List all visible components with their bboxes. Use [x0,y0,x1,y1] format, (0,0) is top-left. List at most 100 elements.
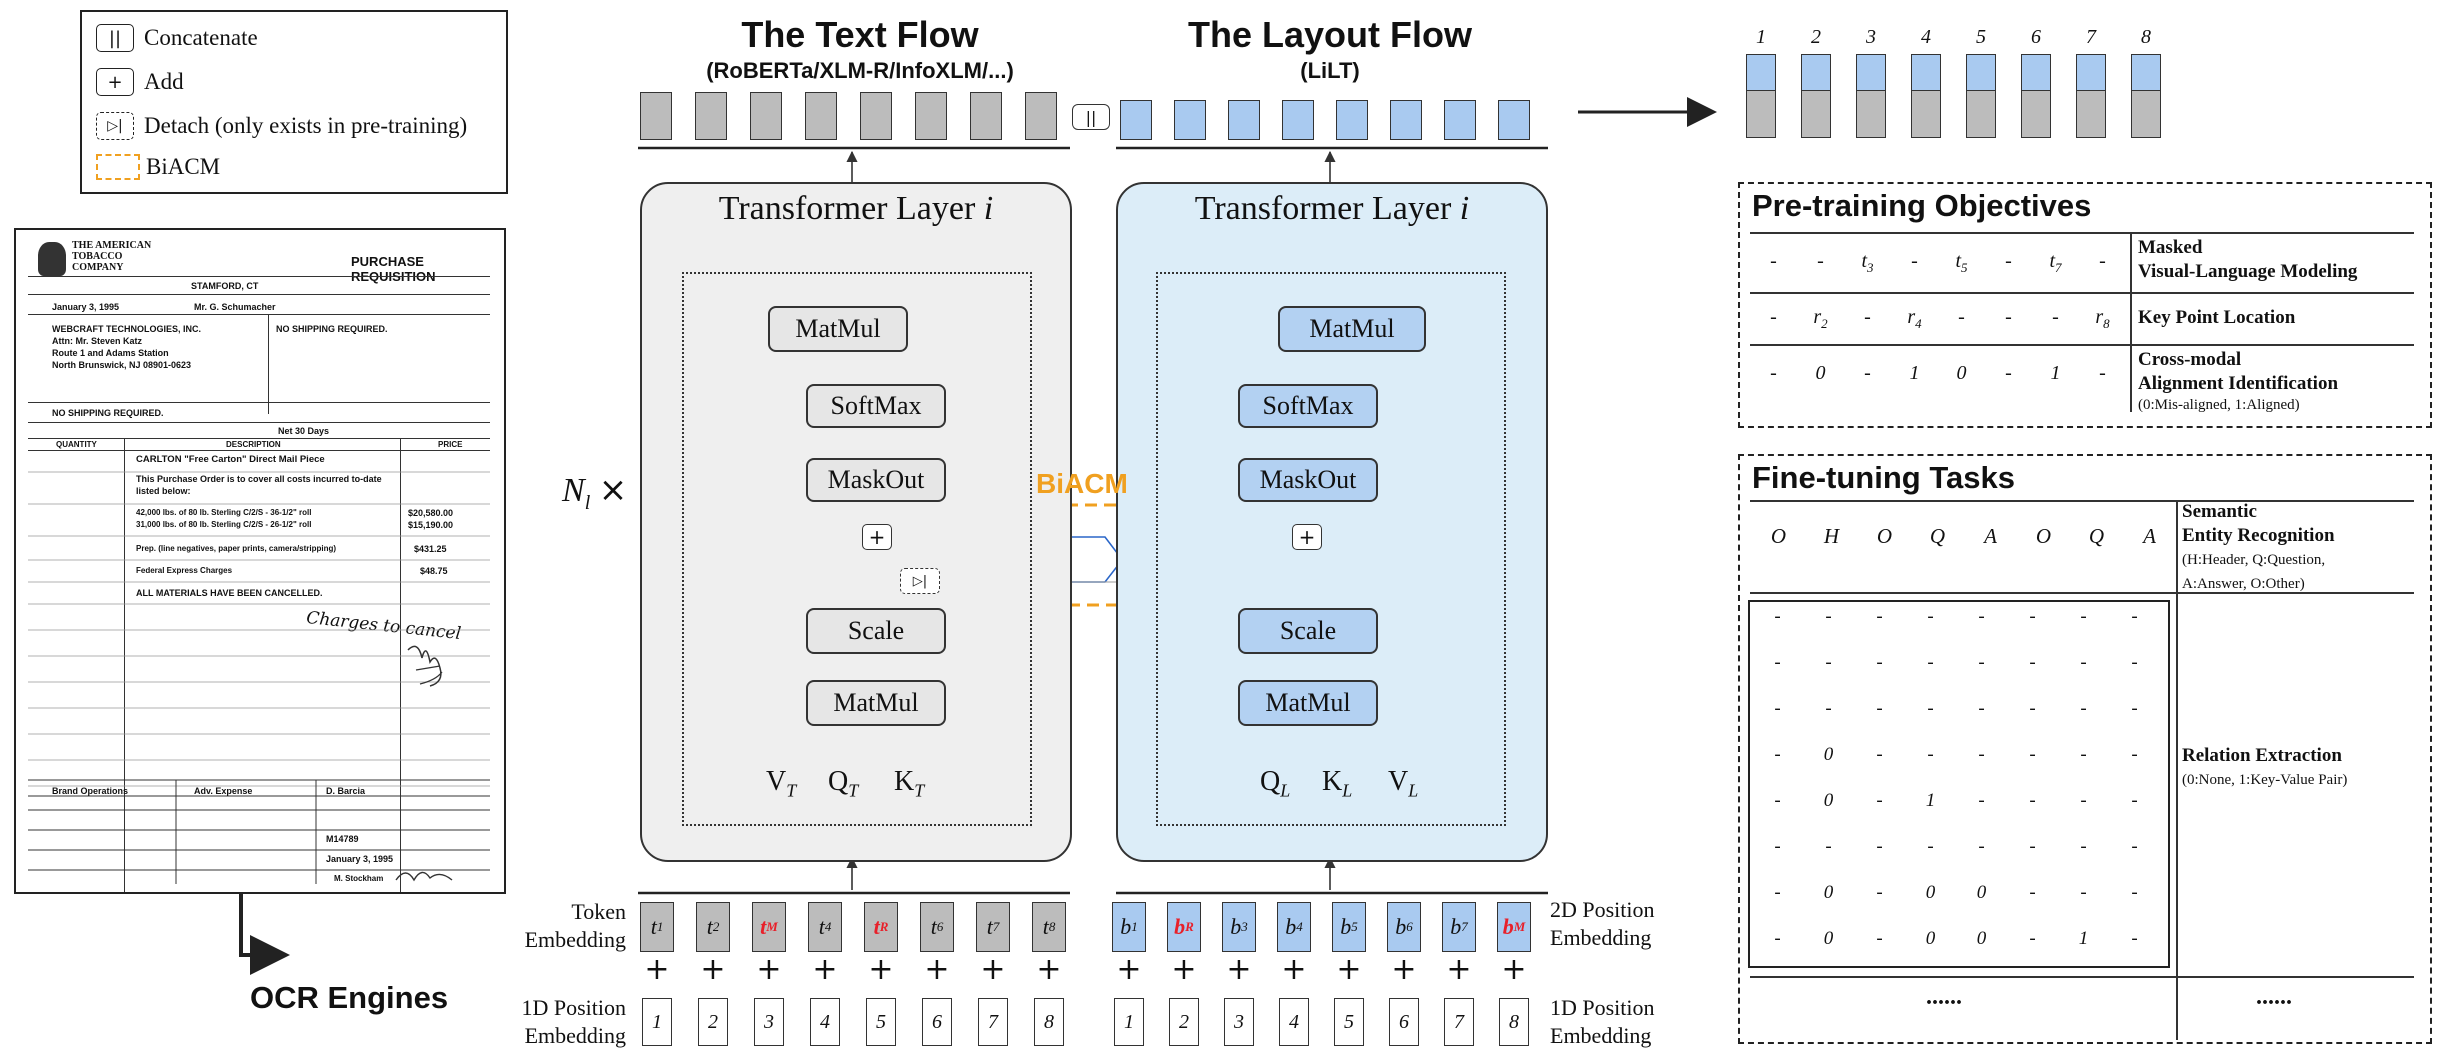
cell-base: - [1770,306,1777,328]
token-base: t [650,914,657,939]
relation-cell: - [1927,652,1934,673]
relation-cell: - [2029,882,2036,903]
relation-cell: 0 [1823,928,1834,949]
cell-base: - [1958,306,1965,328]
concat-icon: || [96,24,134,52]
objective-cell: - [2032,306,2079,332]
label-line: Key Point Location [2138,307,2296,328]
text-part [1746,90,1776,138]
layout-output-row [1120,100,1530,140]
relation-cell: - [1927,698,1934,719]
concat-node: || [1072,104,1110,130]
relation-cell: 0 [1925,882,1936,903]
doc-supplier-1: Attn: Mr. Steven Katz [52,336,143,346]
doc-cancel-note: ALL MATERIALS HAVE BEEN CANCELLED. [136,588,323,598]
cell-base: r [1907,306,1916,328]
relation-cell: - [2131,744,2138,765]
layout-plus-row: ++++++++ [1112,952,1531,987]
text-attention-block [682,272,1032,826]
doc-col-price: PRICE [438,440,463,449]
legend-concat: || Concatenate [96,24,258,52]
legend-biacm: BiACM [96,154,220,180]
layout-part [2131,54,2161,90]
legend-detach-label: Detach (only exists in pre-training) [144,113,468,138]
layout-output-box [1444,100,1476,140]
layout-output-box [1282,100,1314,140]
text-part [2131,90,2161,138]
layout-part [1856,54,1886,90]
position-box: 5 [1334,998,1364,1046]
output-token-stack [1801,54,1831,138]
output-index: 1 [1756,26,1766,48]
output-index: 5 [1976,26,1986,48]
relation-cell: - [1927,744,1934,765]
relation-cell: - [2080,606,2087,627]
cell-base: - [1770,362,1777,384]
relation-cell: 1 [1925,790,1936,811]
objective-cell: r8 [2079,306,2126,332]
plus-sign: + [700,952,726,987]
token-base: b [1450,914,1462,939]
position-box: 7 [1444,998,1474,1046]
doc-po-number: M14789 [326,834,359,844]
token-sub: 2 [712,919,720,934]
doc-requested-by: Mr. G. Schumacher [194,302,276,312]
finetuning-title: Fine-tuning Tasks [1752,460,2015,495]
position-box: 3 [754,998,784,1046]
relation-cell: - [1876,606,1883,627]
plus-sign: + [1391,952,1417,987]
relation-cell: - [2080,744,2087,765]
label-line: Visual-Language Modeling [2138,261,2358,282]
layout-part [1746,54,1776,90]
cell-base: - [1770,250,1777,272]
doc-terms: Net 30 Days [278,426,330,436]
objective-cell: - [1985,250,2032,276]
cell-base: - [2005,306,2012,328]
token-sub: 8 [1048,919,1056,934]
cell-base: 0 [1956,362,1967,384]
layout-matmul-bottom: MatMul [1238,680,1378,726]
token-sub: 5 [1351,919,1358,934]
layout-part [1966,54,1996,90]
text-plus-row: ++++++++ [640,952,1066,987]
relation-row: -------- [1752,698,2160,720]
text-part [1911,90,1941,138]
token-base: b [1285,914,1297,939]
nl-multiplier: Nl × [562,470,627,515]
text-input-k: KT [894,766,925,801]
plus-sign: + [756,952,782,987]
cell-base: - [1864,306,1871,328]
relation-cell: - [1978,790,1985,811]
text-transformer-layer: Transformer Layer i [640,182,1072,862]
cell-sub: 8 [2103,316,2110,331]
text-output-box [970,92,1002,140]
ser-cell: O [2035,524,2052,548]
position-box: 7 [978,998,1008,1046]
relation-cell: - [1774,882,1781,903]
text-output-box [860,92,892,140]
relation-cell: - [2029,606,2036,627]
plus-sign: + [1036,952,1062,987]
relation-cell: - [1774,652,1781,673]
relation-row: -------- [1752,652,2160,674]
cell-base: - [2099,250,2106,272]
token-sub: 4 [824,919,832,934]
document-image: THE AMERICAN TOBACCO COMPANY PURCHASE RE… [14,228,506,894]
output-token-stack [2076,54,2106,138]
ser-label: Semantic Entity Recognition (H:Header, Q… [2182,501,2335,592]
doc-item-2-price: $431.25 [414,544,447,554]
output-index: 4 [1921,26,1931,48]
cell-base: t [2049,250,2056,272]
relation-cell: 0 [1925,928,1936,949]
